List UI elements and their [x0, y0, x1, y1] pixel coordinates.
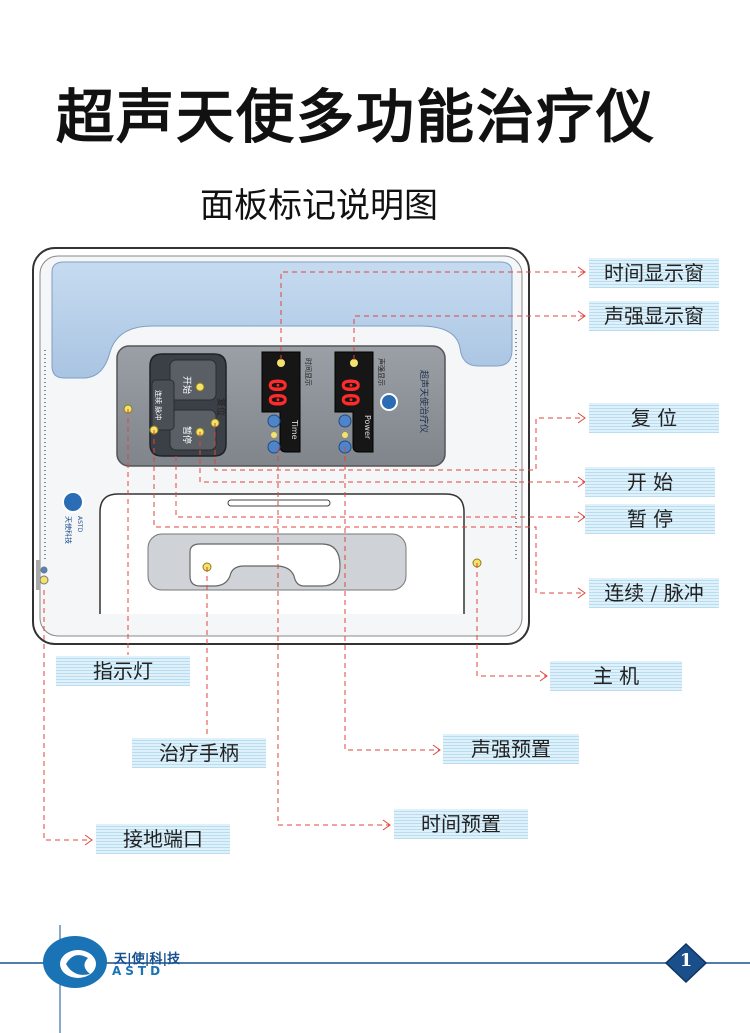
- side-brand: 天使科技: [64, 516, 73, 544]
- callout-handle: 治疗手柄: [132, 738, 266, 768]
- leader-time-display: [280, 271, 585, 360]
- mode-button[interactable]: [151, 379, 175, 431]
- mode-button-label: 连续 脉冲: [154, 390, 163, 420]
- callout-mode: 连续 / 脉冲: [589, 578, 719, 608]
- ground-port-2: [40, 566, 48, 574]
- callout-start: 开 始: [585, 467, 715, 497]
- power-en-label: Power: [363, 415, 372, 440]
- panel-device-name: 超声天使治疗仪: [418, 370, 430, 433]
- time-led-small: [271, 432, 277, 438]
- leader-host: [476, 563, 547, 677]
- power-led: [350, 359, 358, 367]
- time-window-label: 时间显示: [304, 358, 313, 386]
- reset-button-label: 复位: [215, 398, 227, 416]
- time-led: [277, 359, 285, 367]
- callout-pause: 暂 停: [585, 504, 715, 534]
- callout-reset: 复 位: [589, 403, 719, 433]
- time-digits: 00: [263, 378, 291, 407]
- leader-power-preset: [344, 447, 440, 751]
- time-display-window: [261, 351, 301, 453]
- leader-ground: [43, 590, 92, 841]
- pause-button-label: 暂停: [181, 426, 193, 444]
- callout-power-preset: 声强预置: [443, 734, 579, 764]
- side-brand-en: ASTD: [76, 516, 83, 533]
- blue-top-band: [51, 261, 513, 379]
- time-en-label: Time: [290, 419, 299, 440]
- pause-button[interactable]: [169, 409, 217, 451]
- power-digits: 00: [336, 378, 364, 407]
- side-logo-icon: [62, 491, 84, 513]
- leader-lines: [43, 271, 585, 841]
- led-start: [195, 382, 205, 392]
- treatment-handle[interactable]: [189, 543, 341, 587]
- footer-brand-en: ASTD: [112, 964, 165, 978]
- panel-logo-icon: [380, 393, 398, 411]
- leader-time-preset: [277, 447, 390, 826]
- leader-mode: [153, 430, 585, 594]
- leader-reset: [214, 417, 585, 471]
- page-number: 1: [679, 950, 693, 971]
- callout-ground: 接地端口: [96, 824, 230, 854]
- callout-host: 主 机: [550, 661, 682, 691]
- callout-indicator: 指示灯: [56, 656, 190, 686]
- page-subtitle: 面板标记说明图: [200, 186, 438, 226]
- ground-port: [39, 575, 49, 585]
- footer-brand-cn: 天|使|科|技: [114, 952, 181, 967]
- leader-start: [199, 432, 585, 483]
- ground-port-plate: [36, 560, 40, 590]
- start-button-label: 开始: [181, 376, 193, 394]
- leader-power-display: [353, 315, 585, 360]
- callout-power-display: 声强显示窗: [589, 301, 719, 331]
- power-display-window: [334, 351, 374, 453]
- callout-time-display: 时间显示窗: [589, 258, 719, 288]
- cradle-slot: [227, 499, 331, 507]
- power-led-small: [342, 432, 348, 438]
- power-up-button[interactable]: [338, 414, 352, 428]
- leader-pause: [175, 456, 585, 518]
- power-window-label: 声强显示: [377, 358, 386, 386]
- page-number-diamond: [664, 942, 708, 984]
- callout-time-preset: 时间预置: [394, 809, 528, 839]
- time-up-button[interactable]: [267, 414, 281, 428]
- page-title: 超声天使多功能治疗仪: [56, 83, 657, 151]
- start-button[interactable]: [169, 359, 217, 401]
- time-down-button[interactable]: [267, 440, 281, 454]
- footer-logo-swirl: [66, 955, 90, 975]
